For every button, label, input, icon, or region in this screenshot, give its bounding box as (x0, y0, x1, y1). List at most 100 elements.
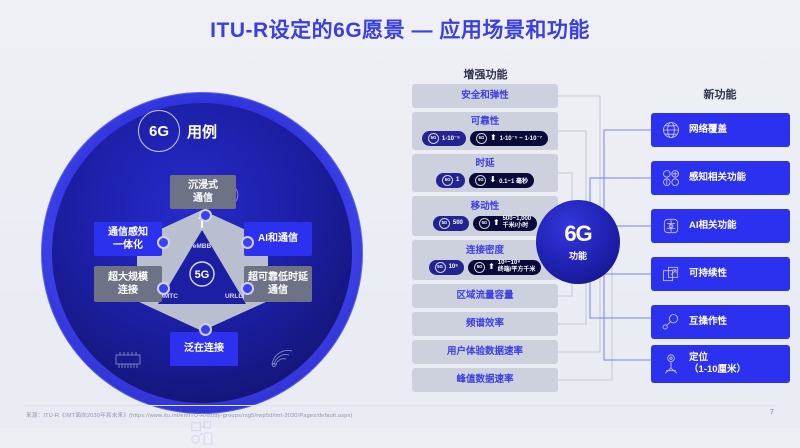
ubiquitous-icon (191, 421, 213, 445)
page-number: 7 (770, 409, 774, 416)
cap-title-connection-density: 连接密度 (465, 245, 504, 257)
hex-node-lower-left (157, 282, 170, 295)
pill-6g-connection-density: 6G ⬆ 10⁶~10⁸ 终端/平方千米 (468, 259, 542, 275)
globe-coverage-icon (663, 122, 679, 138)
usecase-immersive-line1: 沉浸式 (188, 179, 218, 191)
trend-down-icon: ⬇ (489, 175, 497, 185)
core-vertex-urllc: URLLC (225, 293, 247, 300)
cap-title-user-data-rate: 用户体验数据速率 (446, 346, 523, 358)
usecase-isac-line1: 通信感知 (108, 226, 148, 238)
sensing-grid-icon (663, 170, 679, 186)
hub-6g-capabilities: 6G 功能 (536, 200, 620, 284)
new-label-sustainability: 可持续性 (689, 268, 728, 280)
new-card-interoperability[interactable]: 互操作性 (651, 305, 790, 339)
new-label-ai: AI相关功能 (689, 220, 737, 232)
new-card-coverage[interactable]: 网络覆盖 (651, 113, 790, 147)
usecase-box-urllc[interactable]: 超可靠低时延 通信 (244, 266, 312, 302)
gen-badge-5g: 5G (442, 174, 454, 186)
pill-6g-mobility-value: 500~1,000 (502, 216, 532, 223)
ai-brain-icon (663, 218, 679, 234)
usecase-urllc-line2: 通信 (268, 285, 288, 296)
cap-card-peak-data-rate[interactable]: 峰值数据速率 (412, 368, 558, 392)
cap-card-area-traffic[interactable]: 区域流量容量 (412, 284, 558, 308)
trend-up-icon: ⬆ (489, 133, 497, 143)
cap-title-spectral-efficiency: 频谱效率 (465, 318, 504, 330)
hex-node-top (199, 209, 212, 222)
usecase-massive-line1: 超大规模 (108, 271, 148, 283)
pill-5g-latency: 5G 1 (436, 172, 466, 188)
usecase-urllc-line1: 超可靠低时延 (248, 271, 308, 283)
new-label-positioning-sub: （1-10厘米） (689, 364, 747, 375)
usecase-box-massive[interactable]: 超大规模 连接 (94, 266, 162, 302)
hex-node-lower-right (241, 282, 254, 295)
usecase-heading: 用例 (187, 123, 218, 141)
new-card-positioning[interactable]: 定位 （1-10厘米） (651, 345, 790, 383)
usecase-ubiquitous-line1: 泛在连接 (184, 343, 224, 355)
cap-title-reliability: 可靠性 (470, 116, 500, 128)
pill-6g-latency-value: 0.1~1 毫秒 (499, 178, 528, 185)
sustainability-icon (663, 266, 679, 282)
usecase-box-ai[interactable]: AI和通信 (244, 222, 312, 256)
cap-card-user-data-rate[interactable]: 用户体验数据速率 (412, 340, 558, 364)
low-latency-icon (271, 350, 293, 368)
new-capabilities-heading: 新功能 (703, 89, 737, 101)
pill-5g-connection-density: 5G 10⁶ (428, 259, 465, 275)
cap-card-spectral-efficiency[interactable]: 频谱效率 (412, 312, 558, 336)
usecase-massive-line2: 连接 (118, 285, 138, 296)
new-label-positioning-main: 定位 (689, 352, 709, 364)
new-card-ai[interactable]: AI相关功能 (651, 209, 790, 243)
pill-6g-mobility: 6G ⬆ 500~1,000 千米/小时 (472, 215, 538, 231)
cap-title-mobility: 移动性 (470, 201, 500, 213)
pill-6g-latency: 6G ⬇ 0.1~1 毫秒 (469, 172, 534, 188)
gen-badge-5g: 5G (434, 261, 446, 273)
six-g-circle-label: 6G (138, 110, 180, 152)
pill-5g-connection-density-value: 10⁶ (448, 264, 459, 271)
new-label-coverage: 网络覆盖 (689, 124, 728, 136)
hex-node-upper-left (157, 236, 170, 249)
usecase-box-isac[interactable]: 通信感知 一体化 (94, 222, 162, 256)
gen-badge-6g: 6G (475, 132, 487, 144)
gen-badge-6g: 6G (478, 217, 490, 229)
footer-divider (22, 405, 778, 406)
pill-5g-latency-value: 1 (456, 177, 460, 184)
hub-logo: 6G (564, 220, 592, 246)
cap-title-area-traffic: 区域流量容量 (456, 290, 514, 302)
positioning-icon (664, 354, 678, 374)
usecase-immersive-line2: 通信 (193, 193, 213, 204)
trend-up-icon: ⬆ (488, 262, 495, 272)
usecase-circle-panel: 可持续性 | 连接未连接的用户 | 安全和弹性 | 泛在智能 6G 用例 (18, 70, 388, 445)
core-vertex-mmtc: mMTC (158, 293, 178, 300)
cap-title-latency: 时延 (475, 158, 495, 170)
gen-badge-5g: 5G (427, 132, 439, 144)
gen-badge-5g: 5G (438, 217, 450, 229)
pill-6g-connection-density-value: 10⁶~10⁸ (497, 260, 521, 267)
new-card-sensing[interactable]: 感知相关功能 (651, 161, 790, 195)
pill-5g-mobility: 5G 500 (432, 215, 469, 231)
usecase-box-immersive[interactable]: 沉浸式 通信 (170, 175, 236, 209)
cap-card-reliability[interactable]: 可靠性 5G 1-10⁻⁵ 6G ⬆ 1-10⁻⁵ ~ 1-10⁻⁷ (412, 112, 558, 150)
pill-5g-reliability: 5G 1-10⁻⁵ (421, 130, 466, 146)
source-citation: 来源：ITU-R《IMT面向2030年和未来》(https://www.itu.… (26, 413, 353, 419)
pill-6g-reliability-value: 1-10⁻⁵ ~ 1-10⁻⁷ (499, 135, 543, 142)
massive-connect-icon (115, 352, 141, 368)
cap-card-connection-density[interactable]: 连接密度 5G 10⁶ 6G ⬆ 10⁶~10⁸ 终端/平方千米 (412, 240, 558, 280)
cap-title-peak-data-rate: 峰值数据速率 (456, 374, 514, 386)
trend-up-icon: ⬆ (492, 218, 500, 228)
usecase-center-badge: 6G 用例 (138, 110, 217, 152)
usecase-ai-line1: AI和通信 (258, 233, 298, 245)
core-generation: 5G (195, 269, 210, 281)
pill-5g-reliability-value: 1-10⁻⁵ (441, 135, 460, 142)
pill-6g-reliability: 6G ⬆ 1-10⁻⁵ ~ 1-10⁻⁷ (469, 130, 549, 146)
new-card-sustainability[interactable]: 可持续性 (651, 257, 790, 291)
gen-badge-6g: 6G (475, 174, 487, 186)
cap-card-latency[interactable]: 时延 5G 1 6G ⬇ 0.1~1 毫秒 (412, 154, 558, 192)
hub-label: 功能 (568, 250, 587, 261)
page-title: ITU-R设定的6G愿景 — 应用场景和功能 (210, 19, 590, 42)
hex-node-upper-right (241, 236, 254, 249)
hex-node-bottom (199, 323, 212, 336)
new-label-interoperability: 互操作性 (689, 316, 728, 328)
usecase-box-ubiquitous[interactable]: 泛在连接 (170, 332, 238, 366)
cap-card-security[interactable]: 安全和弹性 (412, 84, 558, 108)
cap-card-mobility[interactable]: 移动性 5G 500 6G ⬆ 500~1,000 千米/小时 (412, 196, 558, 236)
